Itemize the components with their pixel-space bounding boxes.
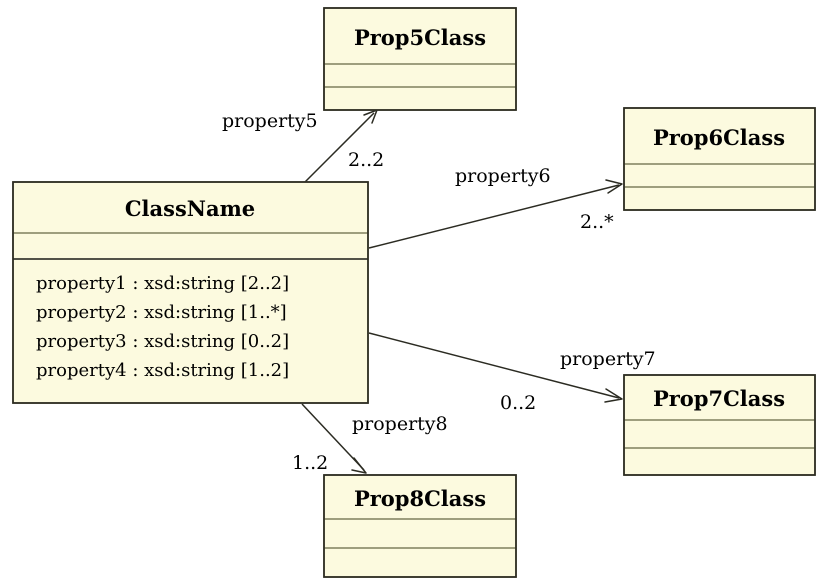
class-box-prop7class[interactable]: Prop7Class (623, 374, 816, 476)
arrow-head-property7 (604, 388, 623, 403)
class-box-classname[interactable]: ClassName property1 : xsd:string [2..2] … (12, 181, 369, 404)
association-multiplicity-property5: 2..2 (348, 149, 384, 171)
association-label-property5: property5 (222, 110, 318, 132)
association-multiplicity-property6: 2..* (580, 211, 614, 233)
association-label-property6: property6 (455, 165, 551, 187)
class-attribute-1: property1 : xsd:string [2..2] (36, 273, 289, 294)
association-line-property5 (304, 112, 375, 183)
class-box-prop8class[interactable]: Prop8Class (323, 474, 517, 578)
class-box-outline-classname (12, 181, 369, 404)
class-box-outline-prop6class (623, 107, 816, 211)
class-title-prop6class: Prop6Class (653, 125, 785, 150)
class-box-body-prop6class (623, 107, 816, 211)
association-label-property7: property7 (560, 348, 656, 370)
association-line-property7 (368, 332, 620, 399)
association-property6[interactable]: property6 2..* (368, 165, 623, 249)
association-multiplicity-property7: 0..2 (500, 392, 536, 414)
arrow-head-property6 (605, 179, 623, 194)
class-attribute-4: property4 : xsd:string [1..2] (36, 360, 289, 381)
association-property5[interactable]: property5 2..2 (222, 109, 384, 183)
class-box-outline-prop8class (323, 474, 517, 578)
class-box-prop6class[interactable]: Prop6Class (623, 107, 816, 211)
association-property7[interactable]: property7 0..2 (368, 332, 656, 414)
class-attribute-2: property2 : xsd:string [1..*] (36, 302, 287, 323)
class-title-classname: ClassName (125, 196, 255, 221)
class-title-prop8class: Prop8Class (354, 486, 486, 511)
class-title-prop7class: Prop7Class (653, 386, 785, 411)
class-box-outline-prop5class (323, 7, 517, 111)
association-label-property8: property8 (352, 413, 448, 435)
association-multiplicity-property8: 1..2 (292, 452, 328, 474)
arrow-head-property8 (351, 457, 367, 474)
class-box-body-prop5class (323, 7, 517, 111)
class-box-prop5class[interactable]: Prop5Class (323, 7, 517, 111)
class-box-outline-prop7class (623, 374, 816, 476)
class-title-prop5class: Prop5Class (354, 25, 486, 50)
association-property8[interactable]: property8 1..2 (292, 403, 448, 474)
association-line-property6 (368, 184, 620, 249)
class-attribute-3: property3 : xsd:string [0..2] (36, 331, 289, 352)
association-line-property8 (301, 403, 365, 471)
class-box-body-classname (12, 181, 369, 404)
